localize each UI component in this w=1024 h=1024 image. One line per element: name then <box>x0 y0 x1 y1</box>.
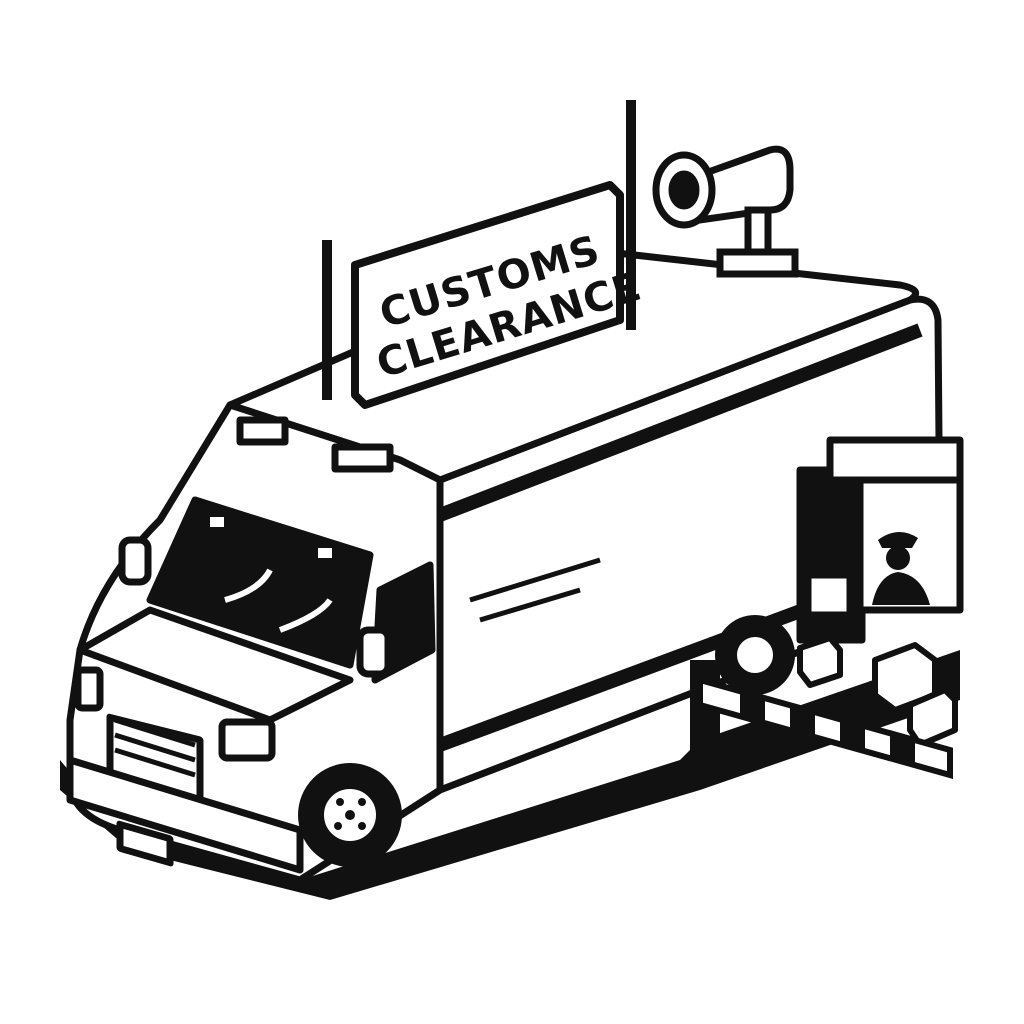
mirror-tag-left <box>210 517 224 527</box>
speed-line-2 <box>479 587 581 623</box>
van <box>66 246 944 884</box>
roof-sign: CUSTOMS CLEARANCE <box>322 100 647 409</box>
barrier-gate <box>690 660 953 779</box>
cargo-boxes <box>797 635 958 748</box>
customs-officer <box>872 531 930 605</box>
seat-left <box>224 568 273 603</box>
hood <box>76 606 354 724</box>
roof-light-left <box>236 416 289 446</box>
rear-wheel <box>715 615 795 695</box>
side-stripe-top <box>437 323 923 522</box>
roof-light-right <box>331 443 394 473</box>
side-mirror-left <box>118 536 152 586</box>
van-roof <box>226 246 919 484</box>
license-plate <box>116 820 174 867</box>
front-bumper <box>66 756 304 874</box>
seat-right <box>278 598 333 633</box>
loudspeaker-icon <box>652 145 799 278</box>
side-mirror-right <box>356 626 392 678</box>
headlight-left <box>74 666 104 712</box>
headlight-right <box>218 718 276 762</box>
front-wheel <box>298 763 402 867</box>
mirror-tag-right <box>318 548 332 558</box>
speed-line-1 <box>469 557 601 603</box>
